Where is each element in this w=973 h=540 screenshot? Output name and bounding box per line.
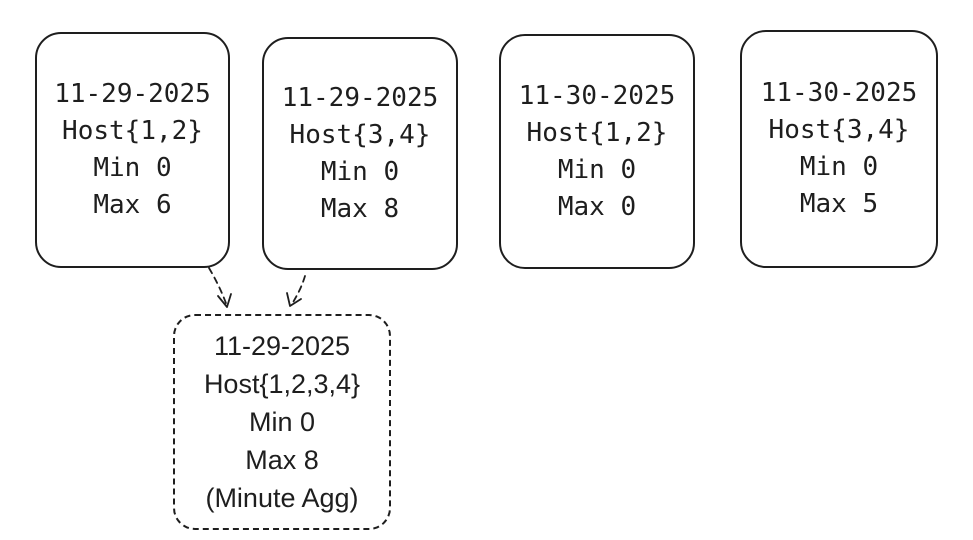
arrow-box1-to-aggregate xyxy=(208,267,228,307)
box-hosts: Host{1,2} xyxy=(526,117,668,148)
box-min: Min 0 xyxy=(320,156,400,187)
box-max: Max 8 xyxy=(320,193,400,224)
box-hosts: Host{3,4} xyxy=(289,119,431,150)
source-box-2: 11-29-2025 Host{3,4} Min 0 Max 8 xyxy=(262,37,458,270)
aggregate-date: 11-29-2025 xyxy=(213,331,351,361)
box-date: 11-29-2025 xyxy=(54,79,211,109)
box-min: Min 0 xyxy=(557,154,637,185)
box-max: Max 0 xyxy=(557,191,637,222)
box-date: 11-30-2025 xyxy=(760,78,918,108)
arrow-box2-to-aggregate xyxy=(291,275,306,305)
aggregate-min: Min 0 xyxy=(248,407,316,437)
aggregate-label: (Minute Agg) xyxy=(205,483,359,513)
box-max: Max 6 xyxy=(93,190,172,220)
arrowhead-box1 xyxy=(217,293,232,308)
aggregate-box: 11-29-2025 Host{1,2,3,4} Min 0 Max 8 (Mi… xyxy=(173,314,391,530)
box-date: 11-29-2025 xyxy=(281,82,439,113)
aggregate-max: Max 8 xyxy=(245,445,319,475)
box-hosts: Host{3,4} xyxy=(768,115,910,145)
box-max: Max 5 xyxy=(799,189,879,219)
aggregate-hosts: Host{1,2,3,4} xyxy=(203,369,361,399)
source-box-4: 11-30-2025 Host{3,4} Min 0 Max 5 xyxy=(740,30,938,268)
box-min: Min 0 xyxy=(799,152,879,182)
source-box-3: 11-30-2025 Host{1,2} Min 0 Max 0 xyxy=(499,34,695,269)
box-hosts: Host{1,2} xyxy=(62,116,203,146)
box-min: Min 0 xyxy=(93,153,172,183)
box-date: 11-30-2025 xyxy=(518,80,676,111)
arrowhead-box2 xyxy=(286,292,302,307)
source-box-1: 11-29-2025 Host{1,2} Min 0 Max 6 xyxy=(35,32,230,268)
